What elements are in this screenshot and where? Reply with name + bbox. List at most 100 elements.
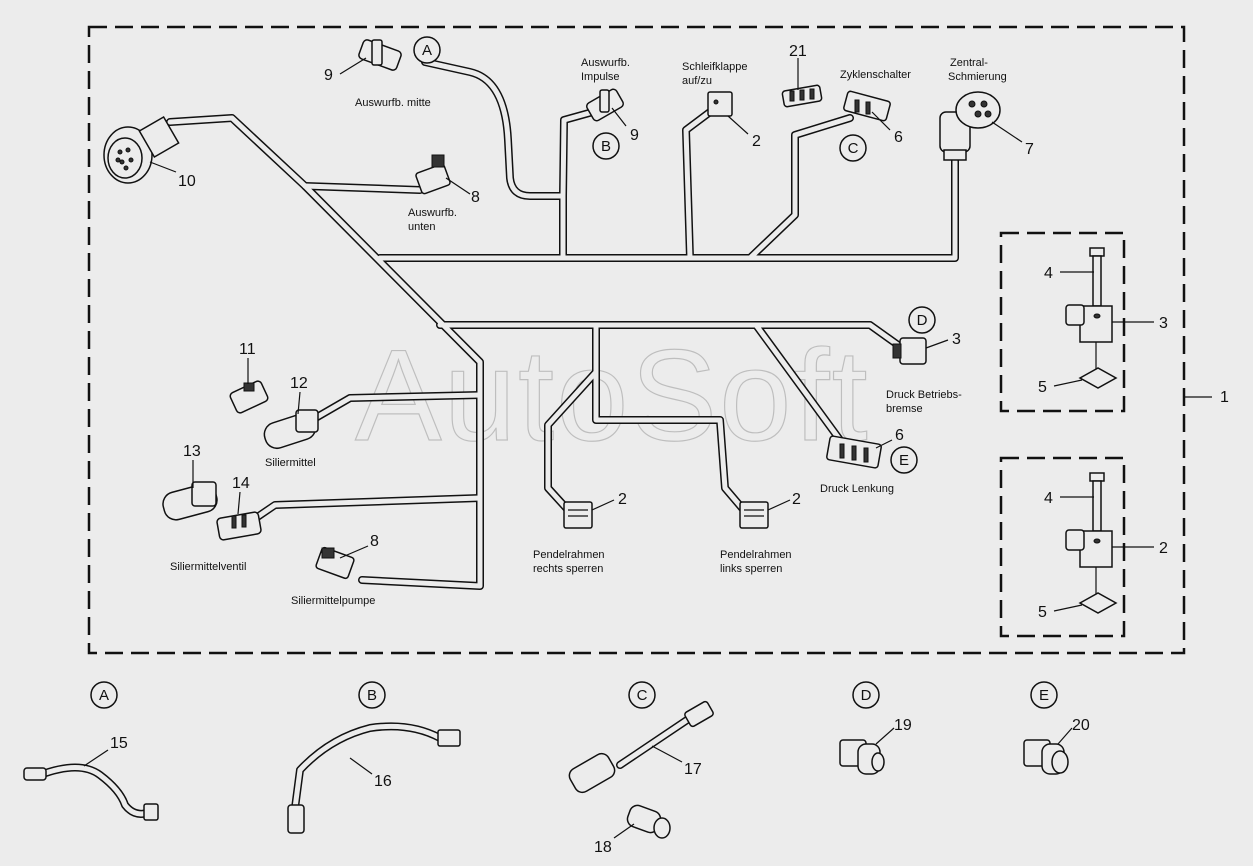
svg-text:C: C [848,140,859,157]
circle-b-top: B [592,132,620,160]
callout-9-top: 9 [324,67,333,84]
label-schleifklappe-1: Schleifklappe [682,61,747,73]
plug-18 [626,804,671,839]
plug-connector-11 [229,380,269,414]
sensor-19 [839,739,885,775]
label-druck-betriebs-1: Druck Betriebs- [886,389,962,401]
cable-16 [287,722,461,834]
callout-4-top: 4 [1044,265,1053,282]
label-auswurf-unten-1: Auswurfb. [408,207,457,219]
svg-text:B: B [367,687,377,704]
callout-3-sensor: 3 [1159,315,1168,332]
label-auswurf-impulse-2: Impulse [581,71,620,83]
callout-20: 20 [1072,717,1090,734]
callout-6-top: 6 [894,129,903,146]
plug-connector-21 [781,84,823,108]
round-connector-10 [103,115,180,184]
svg-text:A: A [99,687,109,704]
plug-connector-6-bottom [826,435,882,469]
svg-text:B: B [601,138,611,155]
callout-5-top: 5 [1038,379,1047,396]
sensor-20 [1023,739,1069,775]
circle-e-top: E [890,446,918,474]
callout-9-mid: 9 [630,127,639,144]
callout-18: 18 [594,839,612,856]
plug-connector-8-top [415,154,451,195]
label-siliermittelpumpe: Siliermittelpumpe [291,595,375,607]
circle-a-detail: A [90,681,118,709]
callout-7: 7 [1025,141,1034,158]
callout-16: 16 [374,773,392,790]
svg-text:D: D [861,687,872,704]
harness-frame [87,25,1186,655]
svg-text:A: A [422,42,432,59]
harness-wires [166,58,959,590]
callout-13: 13 [183,443,201,460]
plug-connector-8-bottom [315,546,355,580]
callout-3-harness: 3 [952,331,961,348]
circle-c-top: C [839,134,867,162]
circle-e-detail: E [1030,681,1058,709]
label-auswurf-unten-2: unten [408,221,436,233]
label-zentral-2: Schmierung [948,71,1007,83]
label-druck-betriebs-2: bremse [886,403,923,415]
svg-text:D: D [917,312,928,329]
plug-connector-9-top [358,39,402,71]
circle-b-detail: B [358,681,386,709]
callout-11: 11 [239,341,256,358]
svg-text:E: E [899,452,909,469]
callout-17: 17 [684,761,702,778]
valve-connector-2-top [707,91,733,117]
plug-connector-6-top [843,90,891,122]
svg-text:E: E [1039,687,1049,704]
callout-15: 15 [110,735,128,752]
circle-a-top: A [413,36,441,64]
callout-10: 10 [178,173,196,190]
label-siliermittelventil: Siliermittelventil [170,561,246,573]
label-zentral-1: Zentral- [950,57,988,69]
callout-2-right: 2 [618,491,627,508]
callout-8-top: 8 [471,189,480,206]
angle-connector-7 [939,91,1001,161]
plug-connector-13 [162,481,218,521]
pressure-sensor-top [1065,247,1118,389]
label-pendel-links-2: links sperren [720,563,782,575]
label-auswurf-impulse-1: Auswurfb. [581,57,630,69]
circle-d-detail: D [852,681,880,709]
plug-connector-12 [263,409,319,450]
callout-4-bottom: 4 [1044,490,1053,507]
callout-6-bottom: 6 [895,427,904,444]
valve-connector-2-left [739,501,769,529]
label-pendel-rechts-2: rechts sperren [533,563,603,575]
label-schleifklappe-2: auf/zu [682,75,712,87]
circle-d-top: D [908,306,936,334]
callout-12: 12 [290,375,308,392]
label-pendel-rechts-1: Pendelrahmen [533,549,605,561]
callout-2-left: 2 [792,491,801,508]
callout-5-bottom: 5 [1038,604,1047,621]
callout-19: 19 [894,717,912,734]
callout-21: 21 [789,43,807,60]
svg-text:C: C [637,687,648,704]
label-druck-lenkung: Druck Lenkung [820,483,894,495]
plug-connector-9-mid [585,88,625,122]
pressure-sensor-bottom [1065,472,1118,614]
label-pendel-links-1: Pendelrahmen [720,549,792,561]
cable-15 [23,763,159,821]
callout-2-sensor: 2 [1159,540,1168,557]
callout-2-top: 2 [752,133,761,150]
valve-connector-2-right [563,501,593,529]
plug-connector-14 [216,511,262,541]
pressure-sensor-connector-3 [892,337,927,365]
circle-c-detail: C [628,681,656,709]
callout-8-bottom: 8 [370,533,379,550]
label-auswurf-mitte: Auswurfb. mitte [355,97,431,109]
leader-lines [83,57,1154,839]
callout-1-assembly: 1 [1220,389,1229,406]
label-zyklenschalter: Zyklenschalter [840,69,911,81]
cable-17 [568,700,714,794]
label-siliermittel: Siliermittel [265,457,316,469]
callout-14: 14 [232,475,250,492]
